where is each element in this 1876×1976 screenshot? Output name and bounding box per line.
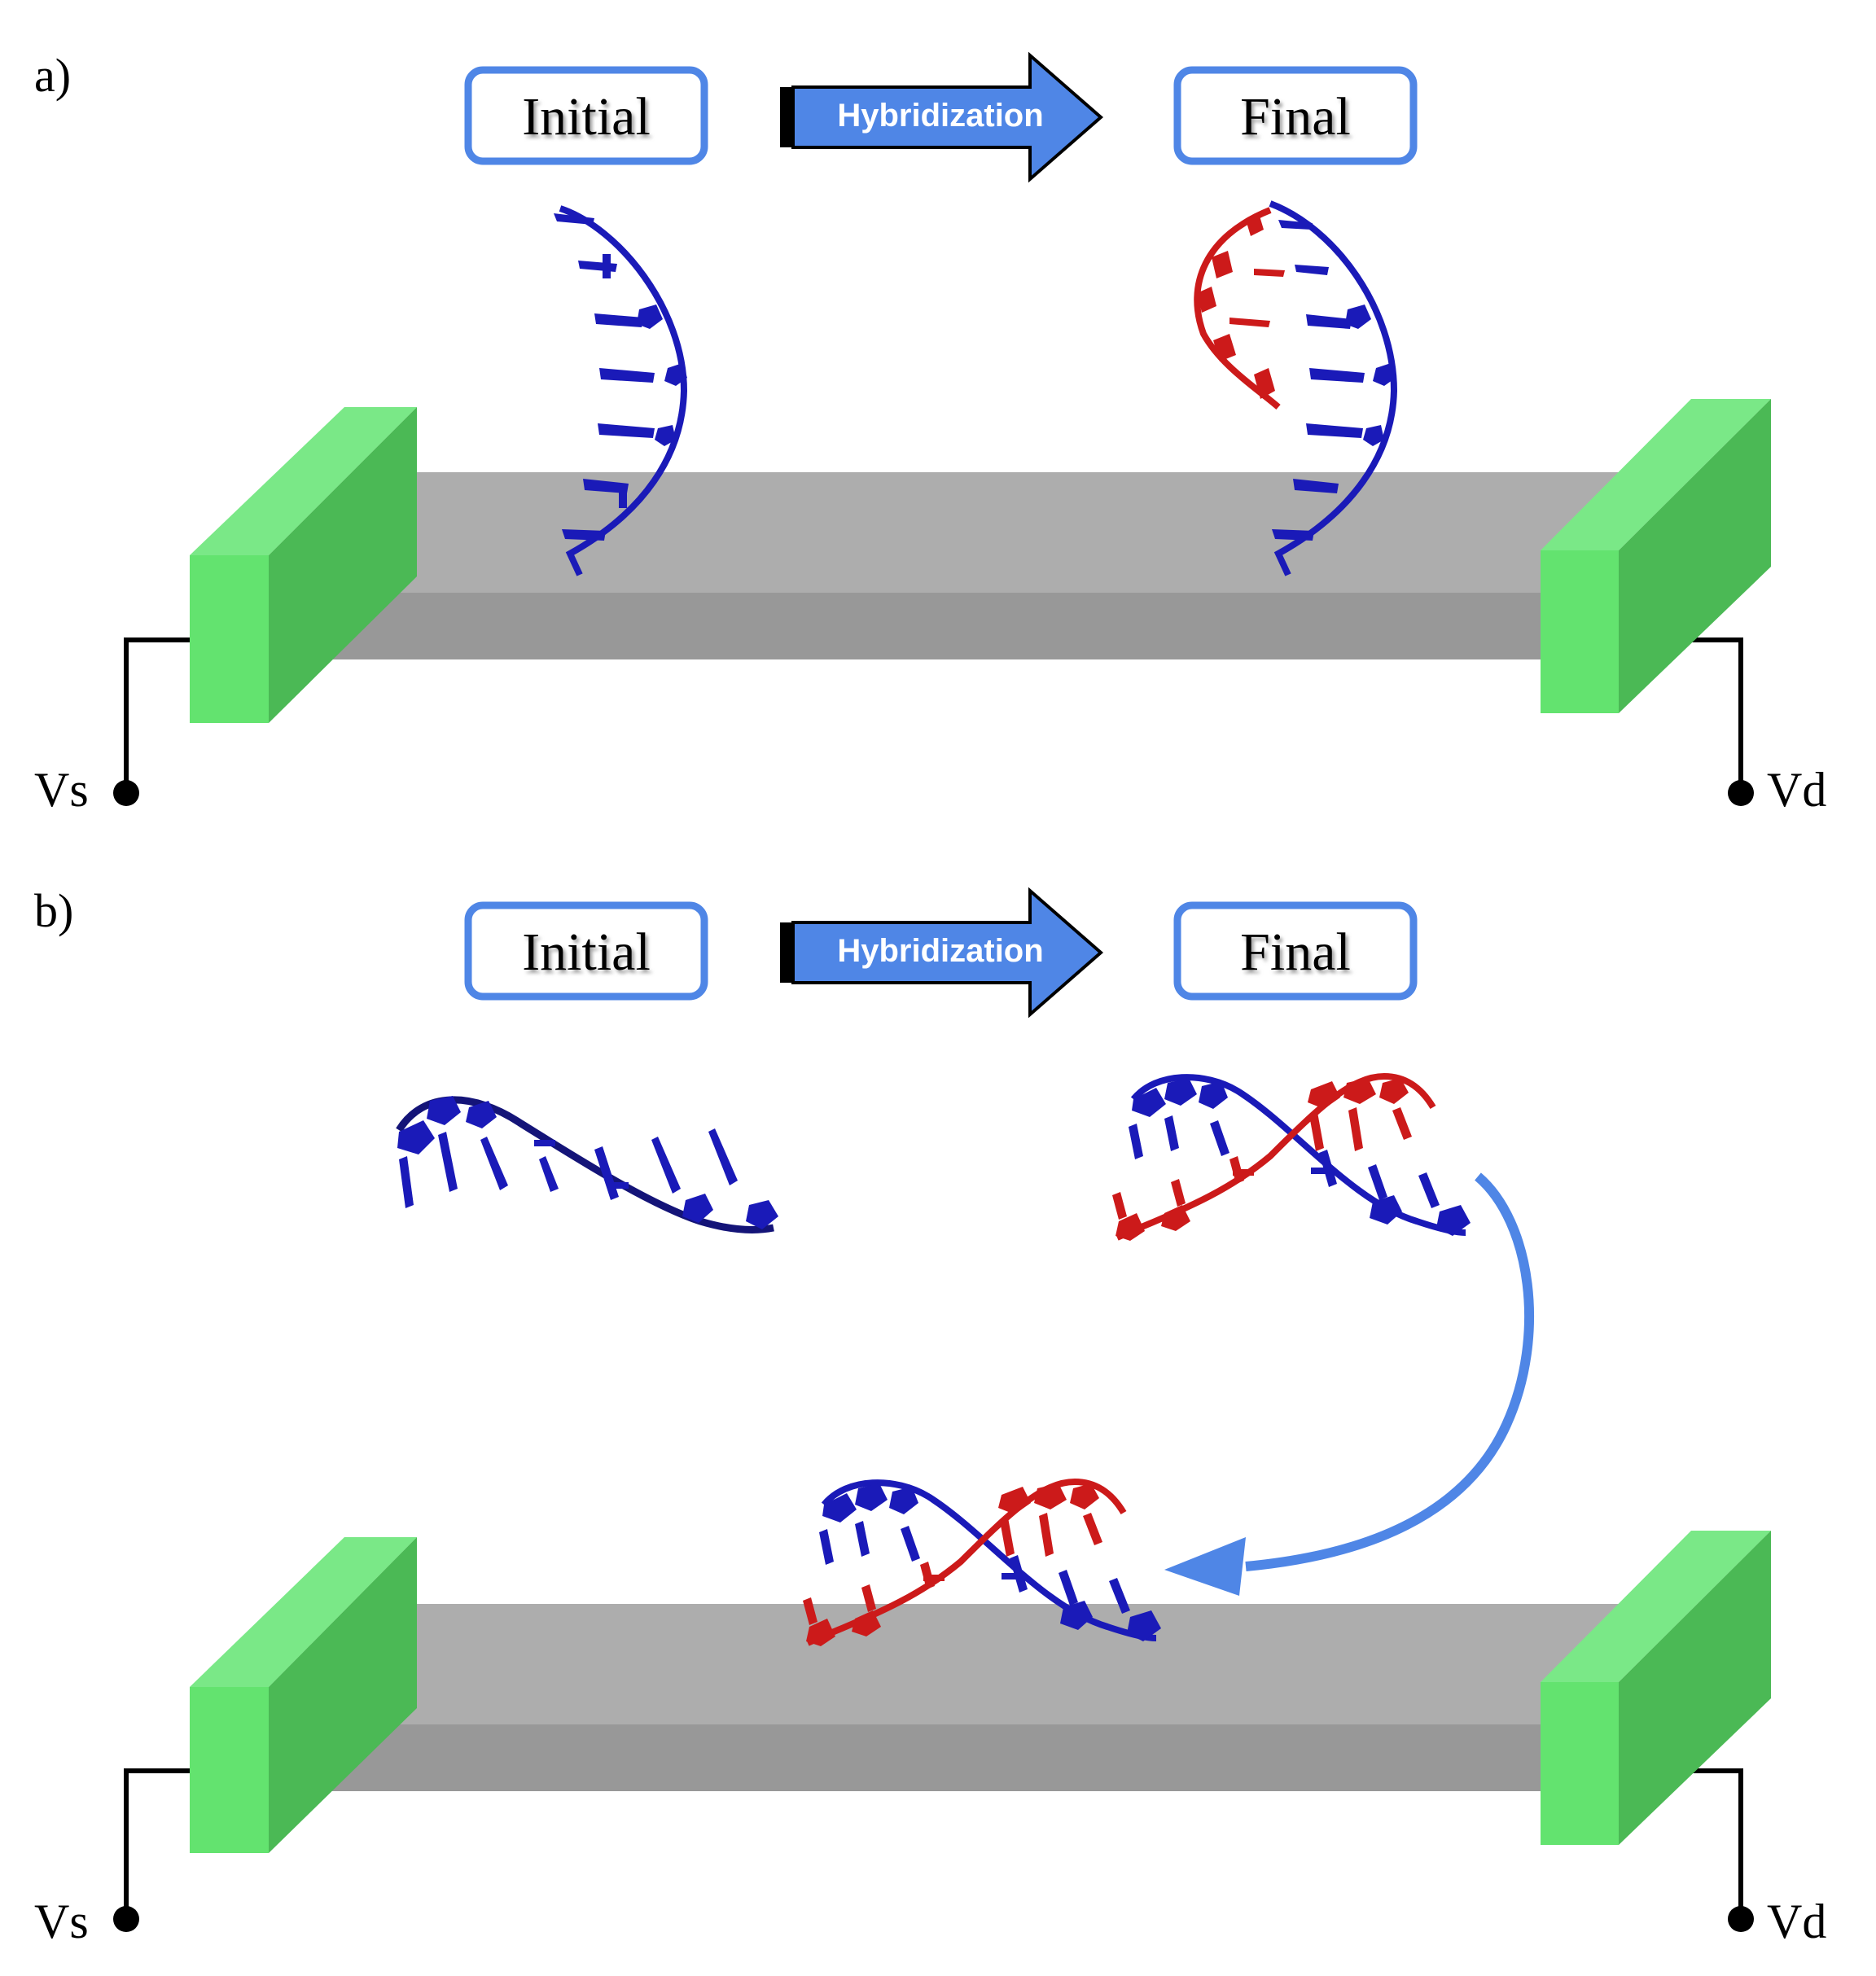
panel-a-source-label: Vs <box>34 763 89 817</box>
panel-a-label: a) <box>34 49 71 102</box>
panel-b-drain-wire <box>1677 1768 1743 1917</box>
panel-b-probe-strand-initial <box>396 1096 778 1233</box>
panel-a-duplex-final <box>1194 200 1398 576</box>
panel-b-source-wire <box>124 1768 191 1917</box>
panel-a-initial-box: Initial <box>464 66 708 165</box>
panel-a-hybridization-arrow: Hybridization <box>780 51 1104 183</box>
panel-a-drain-terminal <box>1728 780 1754 806</box>
panel-a: a) Initial Hybridization Final <box>34 49 1826 817</box>
panel-a-source-electrode <box>190 407 417 723</box>
panel-b-duplex-on-channel <box>803 1478 1161 1646</box>
panel-b-initial-box: Initial <box>464 901 708 1001</box>
panel-b-duplex-final <box>1112 1072 1471 1241</box>
panel-b: b) Initial Hybridization Final <box>34 884 1826 1948</box>
panel-b-final-label: Final <box>1240 922 1351 982</box>
panel-b-hybridization-arrow: Hybridization <box>780 887 1104 1019</box>
panel-b-curved-arrow <box>1164 1172 1535 1596</box>
panel-a-source-terminal <box>113 780 139 806</box>
panel-a-final-box: Final <box>1173 66 1418 165</box>
panel-a-channel <box>283 472 1619 659</box>
panel-b-drain-terminal <box>1728 1906 1754 1932</box>
panel-b-source-electrode <box>190 1537 417 1853</box>
panel-b-source-terminal <box>113 1906 139 1932</box>
panel-a-probe-strand-initial <box>554 205 688 576</box>
panel-b-drain-electrode <box>1541 1531 1771 1845</box>
panel-b-final-box: Final <box>1173 901 1418 1001</box>
panel-a-drain-wire <box>1677 637 1743 791</box>
panel-a-initial-label: Initial <box>522 87 651 147</box>
panel-b-channel <box>283 1604 1619 1791</box>
panel-a-source-wire <box>124 637 191 791</box>
panel-b-arrow-label: Hybridization <box>837 933 1043 969</box>
panel-b-initial-label: Initial <box>522 922 651 982</box>
panel-b-drain-label: Vd <box>1767 1895 1826 1948</box>
panel-a-drain-label: Vd <box>1767 763 1826 817</box>
panel-a-final-label: Final <box>1240 87 1351 147</box>
panel-a-drain-electrode <box>1541 399 1771 713</box>
panel-a-arrow-label: Hybridization <box>837 98 1043 134</box>
panel-b-label: b) <box>34 884 73 937</box>
panel-b-source-label: Vs <box>34 1895 89 1948</box>
